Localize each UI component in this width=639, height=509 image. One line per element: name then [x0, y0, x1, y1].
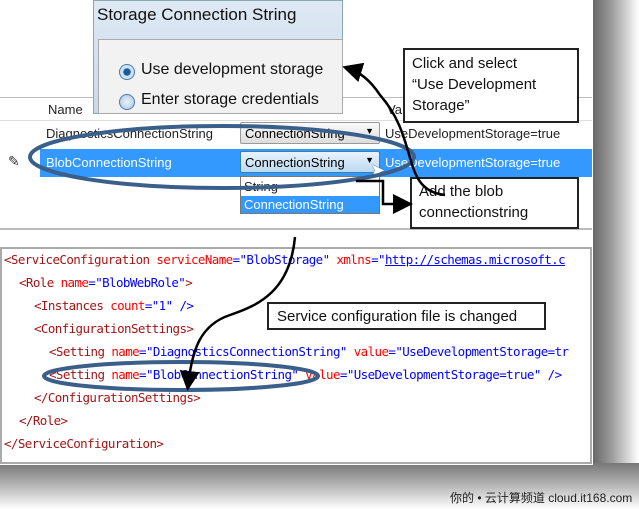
- dropdown-option-connectionstring[interactable]: ConnectionString: [241, 196, 379, 213]
- pencil-edit-icon: ✎: [8, 153, 20, 169]
- xml-token: ="DiagnosticsConnectionString": [139, 344, 354, 359]
- xml-token: >: [185, 275, 193, 290]
- xml-editor[interactable]: <ServiceConfiguration serviceName="BlobS…: [0, 247, 592, 464]
- xml-token: name: [111, 344, 140, 359]
- xml-line: <Role name="BlobWebRole">: [19, 275, 193, 290]
- xml-line: <Setting name="DiagnosticsConnectionStri…: [49, 344, 569, 359]
- xml-line: <Instances count="1" />: [34, 298, 194, 313]
- xml-token: <Setting: [49, 367, 112, 382]
- callout-line: Click and select: [412, 55, 518, 72]
- xml-token: name: [60, 275, 89, 290]
- storage-connection-dialog: Storage Connection String Use developmen…: [93, 0, 343, 114]
- xml-token: <Instances: [34, 298, 111, 313]
- setting-name: DiagnosticsConnectionString: [46, 126, 213, 141]
- xml-token: serviceName: [156, 252, 233, 267]
- callout-config-changed: Service configuration file is changed: [267, 302, 546, 330]
- column-header-value[interactable]: Va: [387, 102, 402, 117]
- type-combo-open[interactable]: ConnectionString▼: [240, 151, 380, 173]
- dialog-body: Use development storage Enter storage cr…: [98, 39, 343, 114]
- xml-line: </ConfigurationSettings>: [34, 390, 201, 405]
- radio-label[interactable]: Use development storage: [141, 61, 324, 78]
- xml-line: <ServiceConfiguration serviceName="BlobS…: [4, 252, 566, 267]
- radio-label[interactable]: Enter storage credentials: [141, 91, 319, 108]
- xml-token: count: [110, 298, 145, 313]
- dialog-title: Storage Connection String: [97, 5, 297, 24]
- header-divider: [0, 120, 592, 121]
- dropdown-option-string[interactable]: String: [244, 179, 278, 194]
- setting-value[interactable]: UseDevelopmentStorage=true: [385, 126, 561, 141]
- xml-token: ="BlobWebRole": [88, 275, 186, 290]
- xml-token: />: [540, 367, 562, 382]
- torn-edge-shadow-bottom: [0, 463, 639, 509]
- xml-token: ="1": [144, 298, 173, 313]
- xml-line: </Role>: [19, 413, 68, 428]
- xml-token: />: [172, 298, 194, 313]
- xml-token: ="BlobStorage": [232, 252, 337, 267]
- setting-name: BlobConnectionString: [46, 155, 172, 170]
- watermark: 你的 • 云计算频道 cloud.it168.com: [450, 491, 633, 505]
- xml-token: =": [371, 252, 385, 267]
- xml-token: value: [305, 367, 340, 382]
- xml-line: <ConfigurationSettings>: [34, 321, 194, 336]
- xml-line: <Setting name="BlobConnectionString" val…: [49, 367, 562, 382]
- xml-token: name: [111, 367, 140, 382]
- torn-edge-shadow: [592, 0, 639, 509]
- callout-add-blob: Add the blob connectionstring: [410, 177, 579, 229]
- xml-line: </ServiceConfiguration>: [4, 436, 164, 451]
- schema-link[interactable]: http://schemas.microsoft.c: [384, 252, 566, 267]
- type-value: ConnectionString: [245, 126, 345, 141]
- type-dropdown-list: String ConnectionString: [240, 176, 380, 214]
- xml-token: ="UseDevelopmentStorage=true": [339, 367, 541, 382]
- xml-token: <Role: [19, 275, 61, 290]
- xml-token: ="UseDevelopmentStorage=tr: [388, 344, 569, 359]
- mouse-cursor-icon: ➤: [370, 160, 386, 180]
- xml-token: ="BlobConnectionString": [139, 367, 306, 382]
- xml-token: value: [353, 344, 389, 359]
- xml-token: xmlns: [336, 252, 372, 267]
- callout-line: “Use Development: [412, 76, 537, 93]
- xml-token: <ServiceConfiguration: [4, 252, 157, 267]
- callout-line: Add the blob: [419, 183, 504, 200]
- radio-enter-storage-credentials[interactable]: [119, 94, 135, 110]
- callout-select-dev-storage: Click and select “Use Development Storag…: [403, 48, 579, 123]
- callout-line: Storage”: [412, 97, 470, 114]
- setting-value[interactable]: UseDevelopmentStorage=true: [385, 155, 561, 170]
- type-combo[interactable]: ConnectionString ▼: [240, 122, 380, 144]
- column-header-name[interactable]: Name: [48, 102, 83, 117]
- dropdown-arrow-icon: ▼: [365, 126, 374, 136]
- grid-row-diagnostics[interactable]: DiagnosticsConnectionString ConnectionSt…: [0, 120, 592, 148]
- xml-token: <Setting: [49, 344, 112, 359]
- radio-use-development-storage[interactable]: [119, 64, 135, 80]
- callout-line: connectionstring: [419, 204, 529, 221]
- type-value: ConnectionString: [245, 155, 345, 170]
